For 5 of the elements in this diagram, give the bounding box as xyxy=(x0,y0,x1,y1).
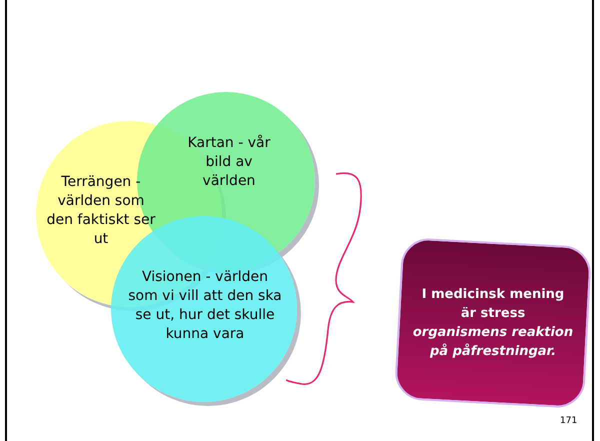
circle-text: Visionen - världen som vi vill att den ska se ut, hur det skulle kunna vara xyxy=(127,268,283,344)
callout-text: I medicinsk mening är stress organismens reaktion på påfrestningar. xyxy=(412,286,574,361)
page-number: 171 xyxy=(560,415,578,428)
circle-text: Terrängen - världen som den faktiskt ser ut xyxy=(46,173,156,249)
circle-text: Kartan - vår bild av världen xyxy=(186,134,272,191)
